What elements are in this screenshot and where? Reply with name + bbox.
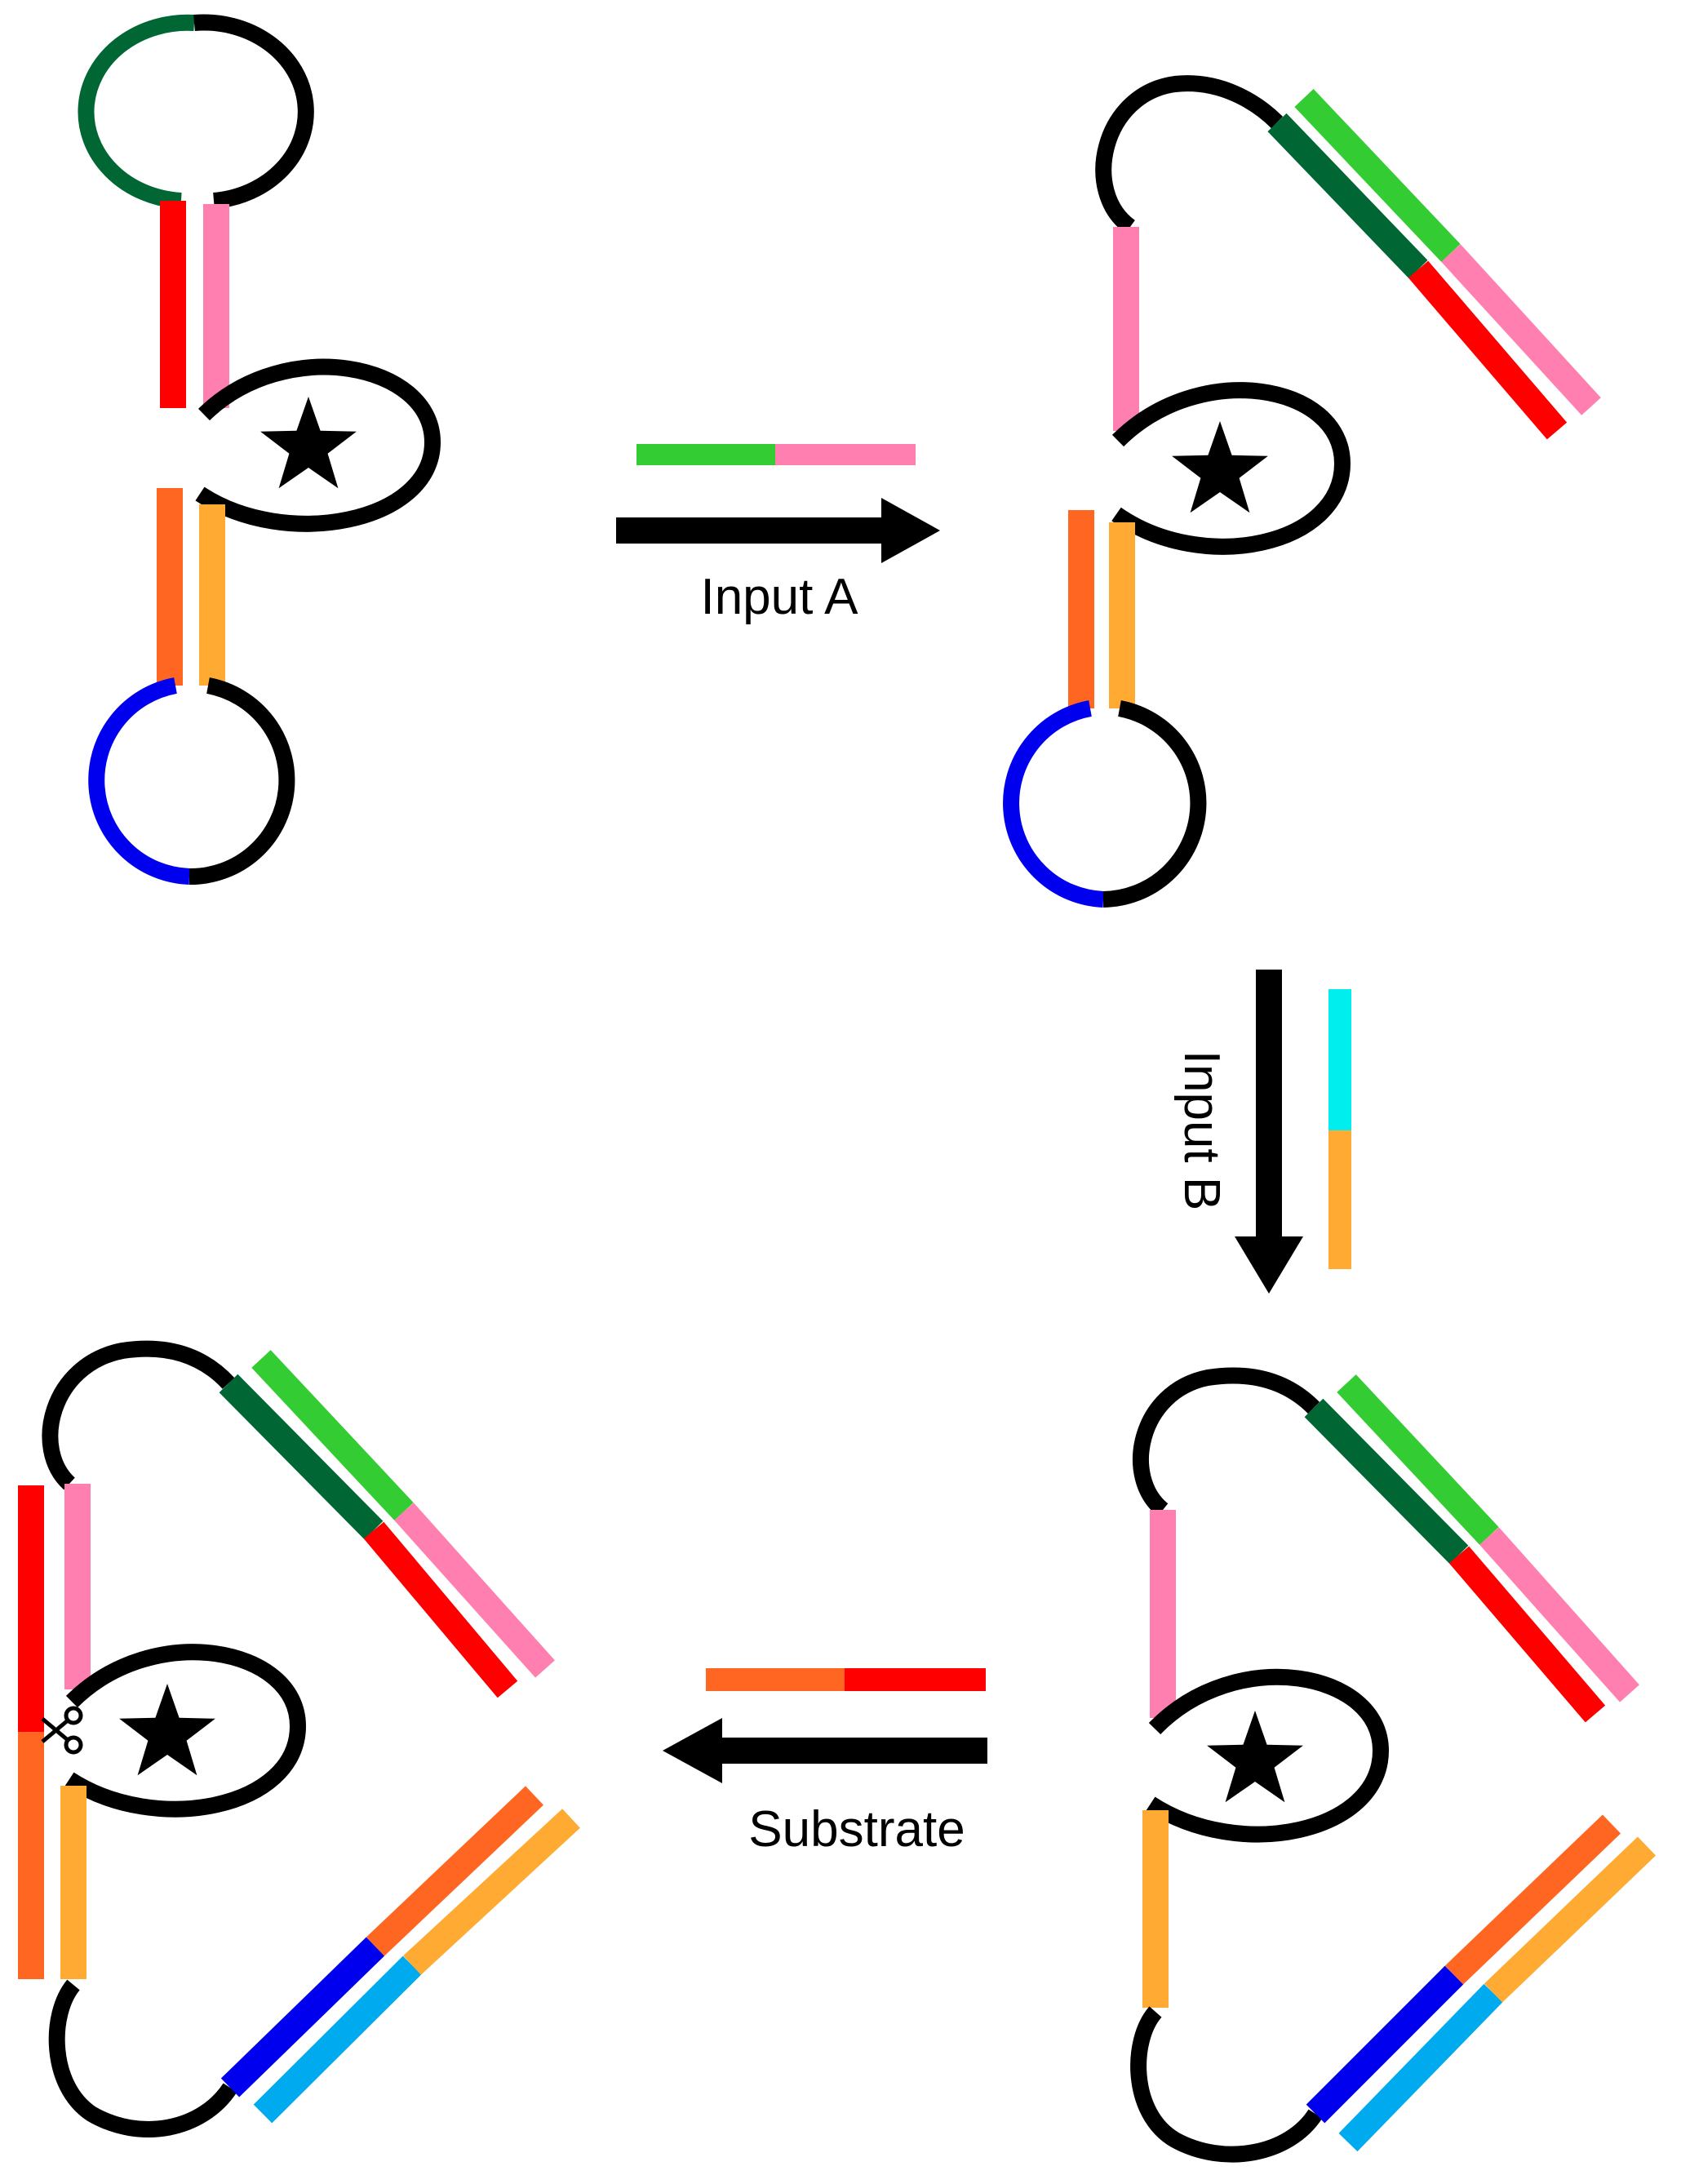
state-3-both-inputs-bound (1130, 1367, 1657, 2163)
input-b-label: Input B (1173, 1050, 1230, 1210)
scissors-icon (41, 1706, 83, 1755)
arm-a-black-loop (1133, 1367, 1320, 1516)
red-arm-strand (1448, 1546, 1606, 1723)
light-blue-input-strand (253, 1955, 422, 2124)
lower-hairpin-loop (1003, 700, 1207, 908)
state-2-input-a-bound (1003, 75, 1601, 908)
orange-red-arm-strand (1444, 1814, 1621, 1985)
arm-b-black-loop (48, 1979, 237, 2137)
pink-input-strand (394, 1503, 555, 1678)
pink-input-strand (1441, 244, 1601, 415)
loop-dark-green-segment (78, 14, 195, 209)
arrow-right-head (881, 498, 940, 563)
input-a-label: Input A (700, 569, 858, 625)
arm-a-black-loop (1095, 75, 1284, 234)
light-blue-input-strand (1338, 1983, 1503, 2152)
dark-green-arm-strand (1304, 1398, 1469, 1565)
star-icon (1172, 421, 1268, 513)
input-b-step: Input B (1173, 970, 1351, 1294)
arm-a-black-loop (42, 1340, 235, 1490)
loop-black-segment (1102, 700, 1207, 908)
dark-green-arm-strand (219, 1374, 384, 1540)
catalytic-core-loop (64, 1644, 306, 1818)
lower-hairpin-loop (88, 677, 295, 886)
light-green-input-strand (251, 1350, 414, 1520)
arm-b-black-loop (1130, 2006, 1323, 2163)
star-icon (260, 397, 357, 489)
catalytic-core-loop (1146, 1668, 1389, 1843)
loop-black-segment (193, 14, 314, 209)
substrate-label: Substrate (748, 1801, 965, 1858)
light-green-input-strand (1337, 1374, 1499, 1545)
loop-blue-segment (88, 677, 190, 885)
star-icon (1207, 1711, 1303, 1803)
blue-arm-strand (1306, 1965, 1464, 2124)
red-arm-strand (363, 1521, 518, 1698)
dark-green-arm-strand (1267, 113, 1428, 279)
state-4-substrate-cleavage (18, 1340, 580, 2137)
star-icon (119, 1684, 215, 1776)
catalytic-core-loop (195, 358, 441, 532)
arrow-down-head (1235, 1236, 1303, 1294)
upper-hairpin-loop (78, 14, 314, 209)
state-1-closed-hairpins (78, 14, 441, 886)
blue-arm-strand (220, 1937, 385, 2097)
pink-input-strand (1479, 1527, 1639, 1702)
input-a-step: Input A (616, 444, 940, 625)
orange-red-arm-strand (366, 1786, 544, 1956)
arrow-left-head (663, 1718, 722, 1783)
red-arm-strand (1408, 260, 1568, 440)
orange-input-strand (403, 1809, 580, 1975)
loop-black-segment (189, 677, 295, 886)
orange-input-strand (1484, 1836, 1657, 2003)
loop-blue-segment (1003, 700, 1104, 908)
substrate-step: Substrate (663, 1668, 987, 1858)
light-green-input-strand (1294, 88, 1461, 263)
catalytic-core-loop (1111, 382, 1351, 555)
